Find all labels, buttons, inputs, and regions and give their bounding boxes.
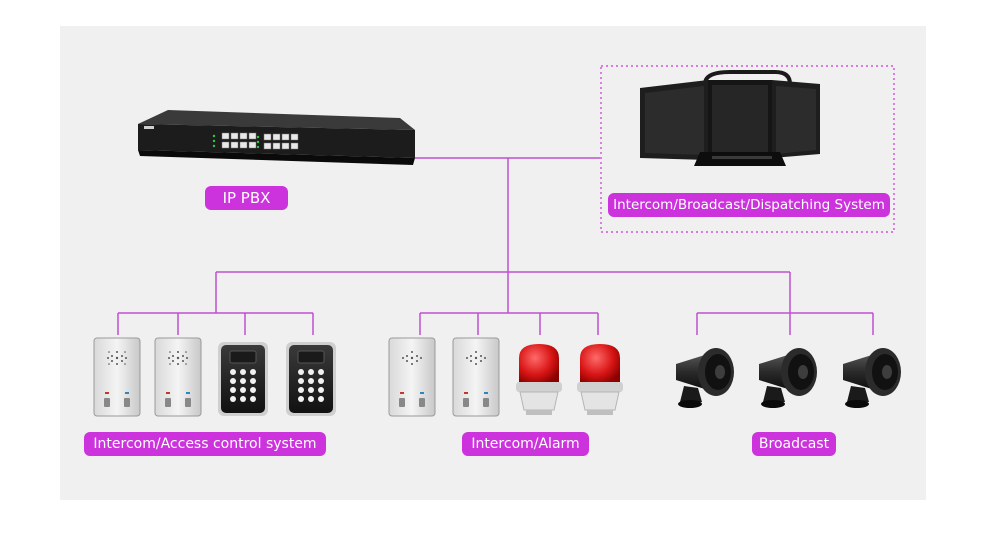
intercom-panel-icon (154, 337, 202, 417)
ip-pbx-switch-icon (138, 110, 415, 165)
ip-pbx-label: IP PBX (205, 186, 288, 210)
access-keypad-icon (286, 342, 336, 416)
access-keypad-icon (218, 342, 268, 416)
intercom-access-label: Intercom/Access control system (84, 432, 326, 456)
intercom-panel-icon (388, 337, 436, 417)
intercom-alarm-label: Intercom/Alarm (462, 432, 589, 456)
broadcast-label: Broadcast (752, 432, 836, 456)
intercom-panel-icon (93, 337, 141, 417)
dispatch-console-icon (640, 70, 820, 166)
intercom-panel-icon (452, 337, 500, 417)
horn-speaker-icon (676, 348, 734, 408)
alarm-beacon-icon (516, 344, 562, 415)
horn-speaker-icon (843, 348, 901, 408)
horn-speaker-icon (759, 348, 817, 408)
dispatch-system-label: Intercom/Broadcast/Dispatching System (608, 193, 890, 217)
alarm-beacon-icon (577, 344, 623, 415)
connection-lines (117, 157, 874, 335)
dispatch-system-frame (600, 65, 895, 233)
